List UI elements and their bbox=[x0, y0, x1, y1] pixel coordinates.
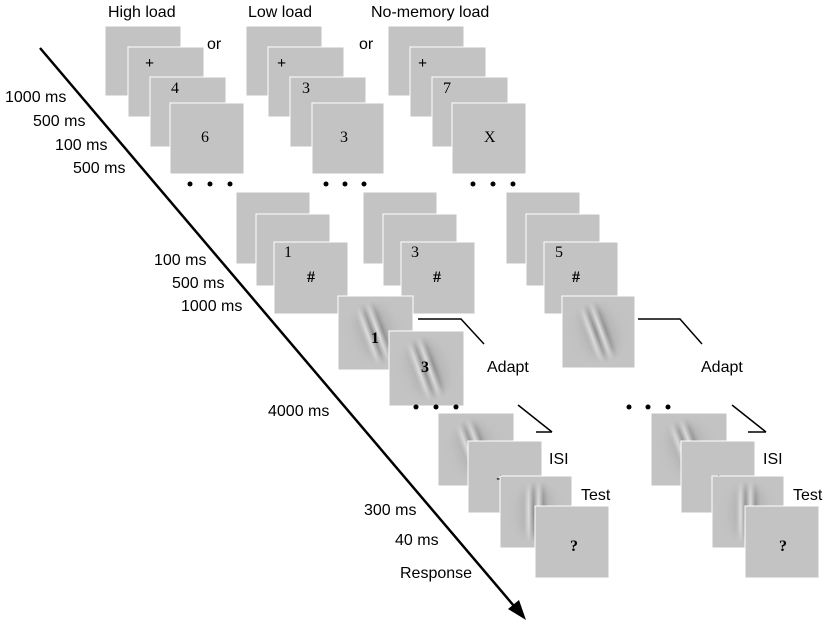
fixation-cross: + bbox=[418, 55, 427, 72]
ellipsis-dots bbox=[323, 181, 367, 187]
memory-screen bbox=[451, 102, 527, 175]
ellipsis-dots bbox=[187, 181, 233, 187]
response-screen bbox=[744, 505, 820, 579]
no-memory-load-stack: + 7 X bbox=[387, 25, 527, 175]
high-load-probe-stack: 1 # bbox=[235, 191, 349, 315]
adapt-connector bbox=[638, 318, 703, 345]
timing-label-500ms: 500 ms bbox=[73, 160, 125, 177]
response-symbol: ? bbox=[779, 538, 787, 555]
isi-connector bbox=[731, 404, 767, 433]
adapt-stack-memory: 1 3 bbox=[337, 295, 465, 407]
test-label: Test bbox=[581, 487, 611, 504]
timing-label-100ms: 100 ms bbox=[55, 137, 107, 154]
test-label: Test bbox=[793, 487, 823, 504]
timing-label-1000ms: 1000 ms bbox=[181, 298, 242, 315]
test-stack-memory: 4 + ? bbox=[437, 412, 610, 579]
adapt-label: Adapt bbox=[487, 359, 529, 376]
adapt-digit: 3 bbox=[421, 359, 429, 376]
memory-screen bbox=[169, 102, 245, 175]
ellipsis-dots bbox=[470, 181, 516, 187]
condition-title-low-load: Low load bbox=[248, 4, 312, 21]
timing-label-500ms: 500 ms bbox=[33, 113, 85, 130]
isi-connector bbox=[517, 404, 553, 433]
response-symbol: ? bbox=[570, 538, 578, 555]
gabor-patch bbox=[567, 301, 630, 363]
timing-label-1000ms: 1000 ms bbox=[5, 89, 66, 106]
memory-digit: 7 bbox=[443, 80, 451, 97]
isi-label: ISI bbox=[763, 451, 783, 468]
adapt-label: Adapt bbox=[701, 359, 743, 376]
mask-screen bbox=[273, 241, 349, 315]
probe-digit: 1 bbox=[284, 244, 292, 261]
memory-digit: 3 bbox=[340, 129, 348, 146]
ellipsis-dots bbox=[626, 404, 671, 410]
timing-label-300ms: 300 ms bbox=[364, 502, 416, 519]
mask-symbol: # bbox=[307, 269, 315, 286]
gabor-patch bbox=[394, 336, 459, 401]
adapt-stack-no-memory bbox=[561, 295, 636, 369]
condition-title-no-memory-load: No-memory load bbox=[371, 4, 489, 21]
memory-digit: 3 bbox=[302, 80, 310, 97]
adapt-connector bbox=[418, 318, 485, 345]
timing-label-40ms: 40 ms bbox=[395, 532, 439, 549]
adapt-digit: 1 bbox=[371, 330, 379, 347]
mask-symbol: # bbox=[433, 269, 441, 286]
fixation-cross: + bbox=[145, 55, 154, 72]
timing-label-100ms: 100 ms bbox=[154, 252, 206, 269]
probe-digit: 3 bbox=[411, 244, 419, 261]
mask-symbol: # bbox=[572, 269, 580, 286]
test-stack-no-memory: + ? bbox=[650, 412, 820, 579]
timing-label-500ms: 500 ms bbox=[172, 275, 224, 292]
timeline-arrowhead bbox=[508, 600, 526, 620]
memory-screen bbox=[311, 102, 385, 175]
memory-digit: 6 bbox=[201, 129, 209, 146]
timing-label-4000ms: 4000 ms bbox=[268, 403, 329, 420]
probe-digit: 5 bbox=[555, 244, 563, 261]
ellipsis-dots bbox=[413, 404, 459, 410]
fixation-cross: + bbox=[277, 55, 286, 72]
condition-title-high-load: High load bbox=[108, 4, 176, 21]
timing-label-response: Response bbox=[400, 565, 472, 582]
or-label-1: or bbox=[207, 36, 222, 53]
memory-letter: X bbox=[484, 129, 496, 146]
timeline-arrow-line bbox=[39, 47, 515, 607]
high-load-memory-stack: + 4 6 bbox=[104, 25, 245, 175]
or-label-2: or bbox=[359, 36, 374, 53]
isi-label: ISI bbox=[549, 451, 569, 468]
low-load-memory-stack: + 3 3 bbox=[245, 25, 385, 175]
response-screen bbox=[534, 505, 610, 579]
memory-digit: 4 bbox=[171, 80, 179, 97]
